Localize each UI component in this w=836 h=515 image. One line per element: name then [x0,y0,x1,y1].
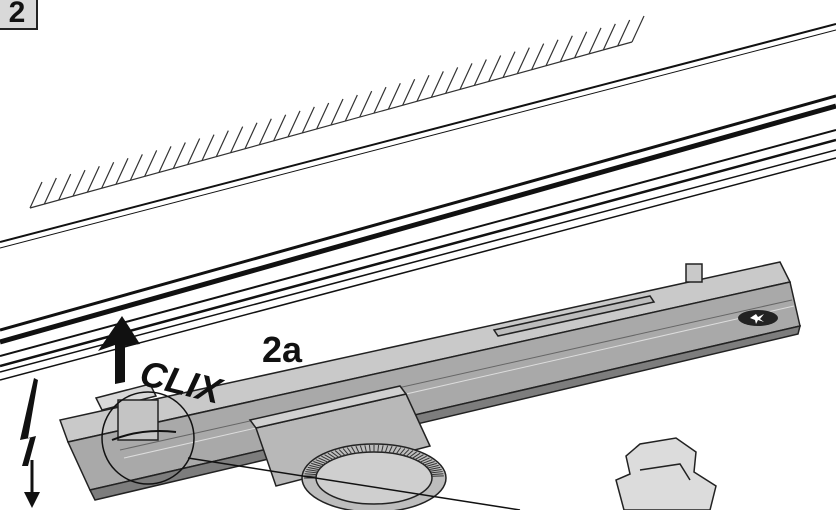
hatch-tick [589,28,601,54]
hatch-tick [503,52,515,78]
hatch-tick [517,48,529,74]
logo-icon [738,310,778,326]
hatch-tick [87,166,99,192]
hatch-tick [532,44,544,70]
hatch-tick [188,139,200,165]
hatch-tick [546,40,558,66]
hatch-tick [102,162,114,188]
hatch-tick [446,67,458,93]
hatch-tick [388,83,400,109]
hatch-tick [575,32,587,58]
hatch-tick [603,24,615,50]
hatch-tick [202,135,214,161]
hatch-tick [159,146,171,172]
hatch-tick [345,95,357,121]
hatch-tick [360,91,372,117]
hatch-tick [245,123,257,149]
lightning-arrow-icon [20,378,40,508]
hatch-tick [417,75,429,101]
hatch-tick [30,182,42,208]
hatch-tick [216,131,228,157]
ceiling-hatching [30,16,644,208]
hatch-tick [331,99,343,125]
hatch-tick [474,59,486,85]
hatch-tick [44,178,56,204]
hatch-tick [116,158,128,184]
hatch-tick [374,87,386,113]
hatch-tick [302,107,314,133]
hatch-tick [288,111,300,137]
substep-label: 2a [262,329,303,370]
hatch-tick [560,36,572,62]
hatch-tick [460,63,472,89]
hatch-tick [431,71,443,97]
hatch-tick [632,16,644,42]
hatch-tick [173,142,185,168]
hatch-tick [73,170,85,196]
hatch-tick [403,79,415,105]
arrow-up-icon [98,316,140,384]
step-number-badge: 2 [0,0,38,30]
hatch-tick [274,115,286,141]
hatch-tick [317,103,329,129]
hatch-tick [145,150,157,176]
hatch-tick [130,154,142,180]
hatch-tick [59,174,71,200]
tool-part [616,438,716,510]
hatch-tick [489,56,501,82]
hatch-tick [259,119,271,145]
hatch-tick [231,127,243,153]
hatch-tick [618,20,630,46]
